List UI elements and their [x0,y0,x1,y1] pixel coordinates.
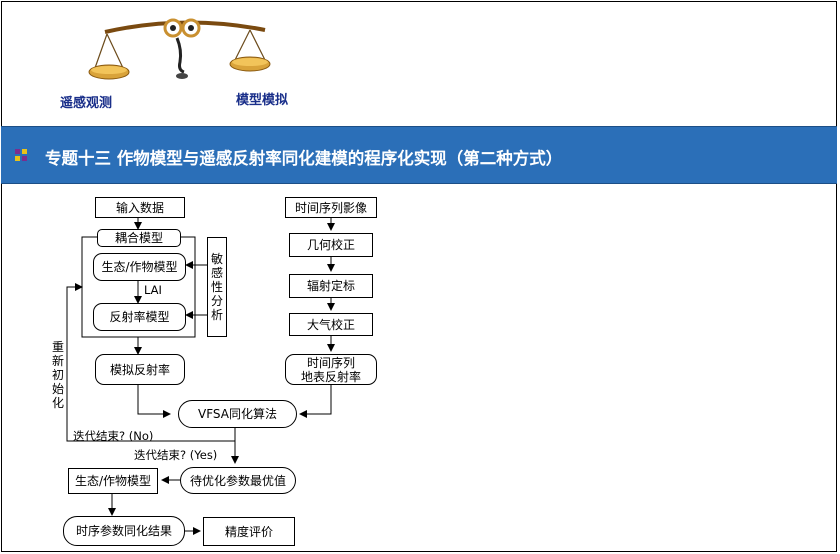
reflectance-model-box: 反射率模型 [93,303,186,331]
bullet-icon [15,149,27,161]
balance-scale-icon [88,18,271,80]
input-data-box: 输入数据 [95,197,185,218]
iteration-yes-label: 迭代结束? (Yes) [134,448,218,462]
simulated-reflectance-box: 模拟反射率 [95,354,185,385]
ts-assimilation-result-box: 时序参数同化结果 [63,516,185,546]
coupled-model-box: 耦合模型 [97,229,181,247]
ts-surface-reflectance-box: 时间序列 地表反射率 [285,354,377,385]
ts-surface-reflectance-line1: 时间序列 [306,355,355,370]
title-banner: 专题十三 作物模型与遥感反射率同化建模的程序化实现（第二种方式） [1,126,837,184]
page-title: 专题十三 作物模型与遥感反射率同化建模的程序化实现（第二种方式） [45,149,563,168]
ts-surface-reflectance-line2: 地表反射率 [300,369,361,384]
accuracy-evaluation-box: 精度评价 [203,517,295,546]
eco-crop-model-box: 生态/作物模型 [93,253,186,281]
radiometric-calibration-box: 辐射定标 [289,274,373,298]
sensitivity-analysis-label: 敏感性分析 [210,252,223,322]
remote-sensing-label: 遥感观测 [60,96,113,111]
atmospheric-correction-box: 大气校正 [289,313,373,336]
optimal-params-box: 待优化参数最优值 [180,467,296,494]
time-series-image-box: 时间序列影像 [285,197,377,218]
model-simulation-label: 模型模拟 [236,93,289,108]
reinitialize-label: 重新初始化 [51,340,64,410]
geometric-correction-box: 几何校正 [289,233,373,257]
iteration-no-label: 迭代结束? (No) [73,429,154,443]
sensitivity-analysis-box: 敏感性分析 [207,237,227,337]
eco-crop-model-2-box: 生态/作物模型 [68,468,158,494]
vfsa-algorithm-box: VFSA同化算法 [178,400,297,428]
lai-label: LAI [144,283,162,297]
